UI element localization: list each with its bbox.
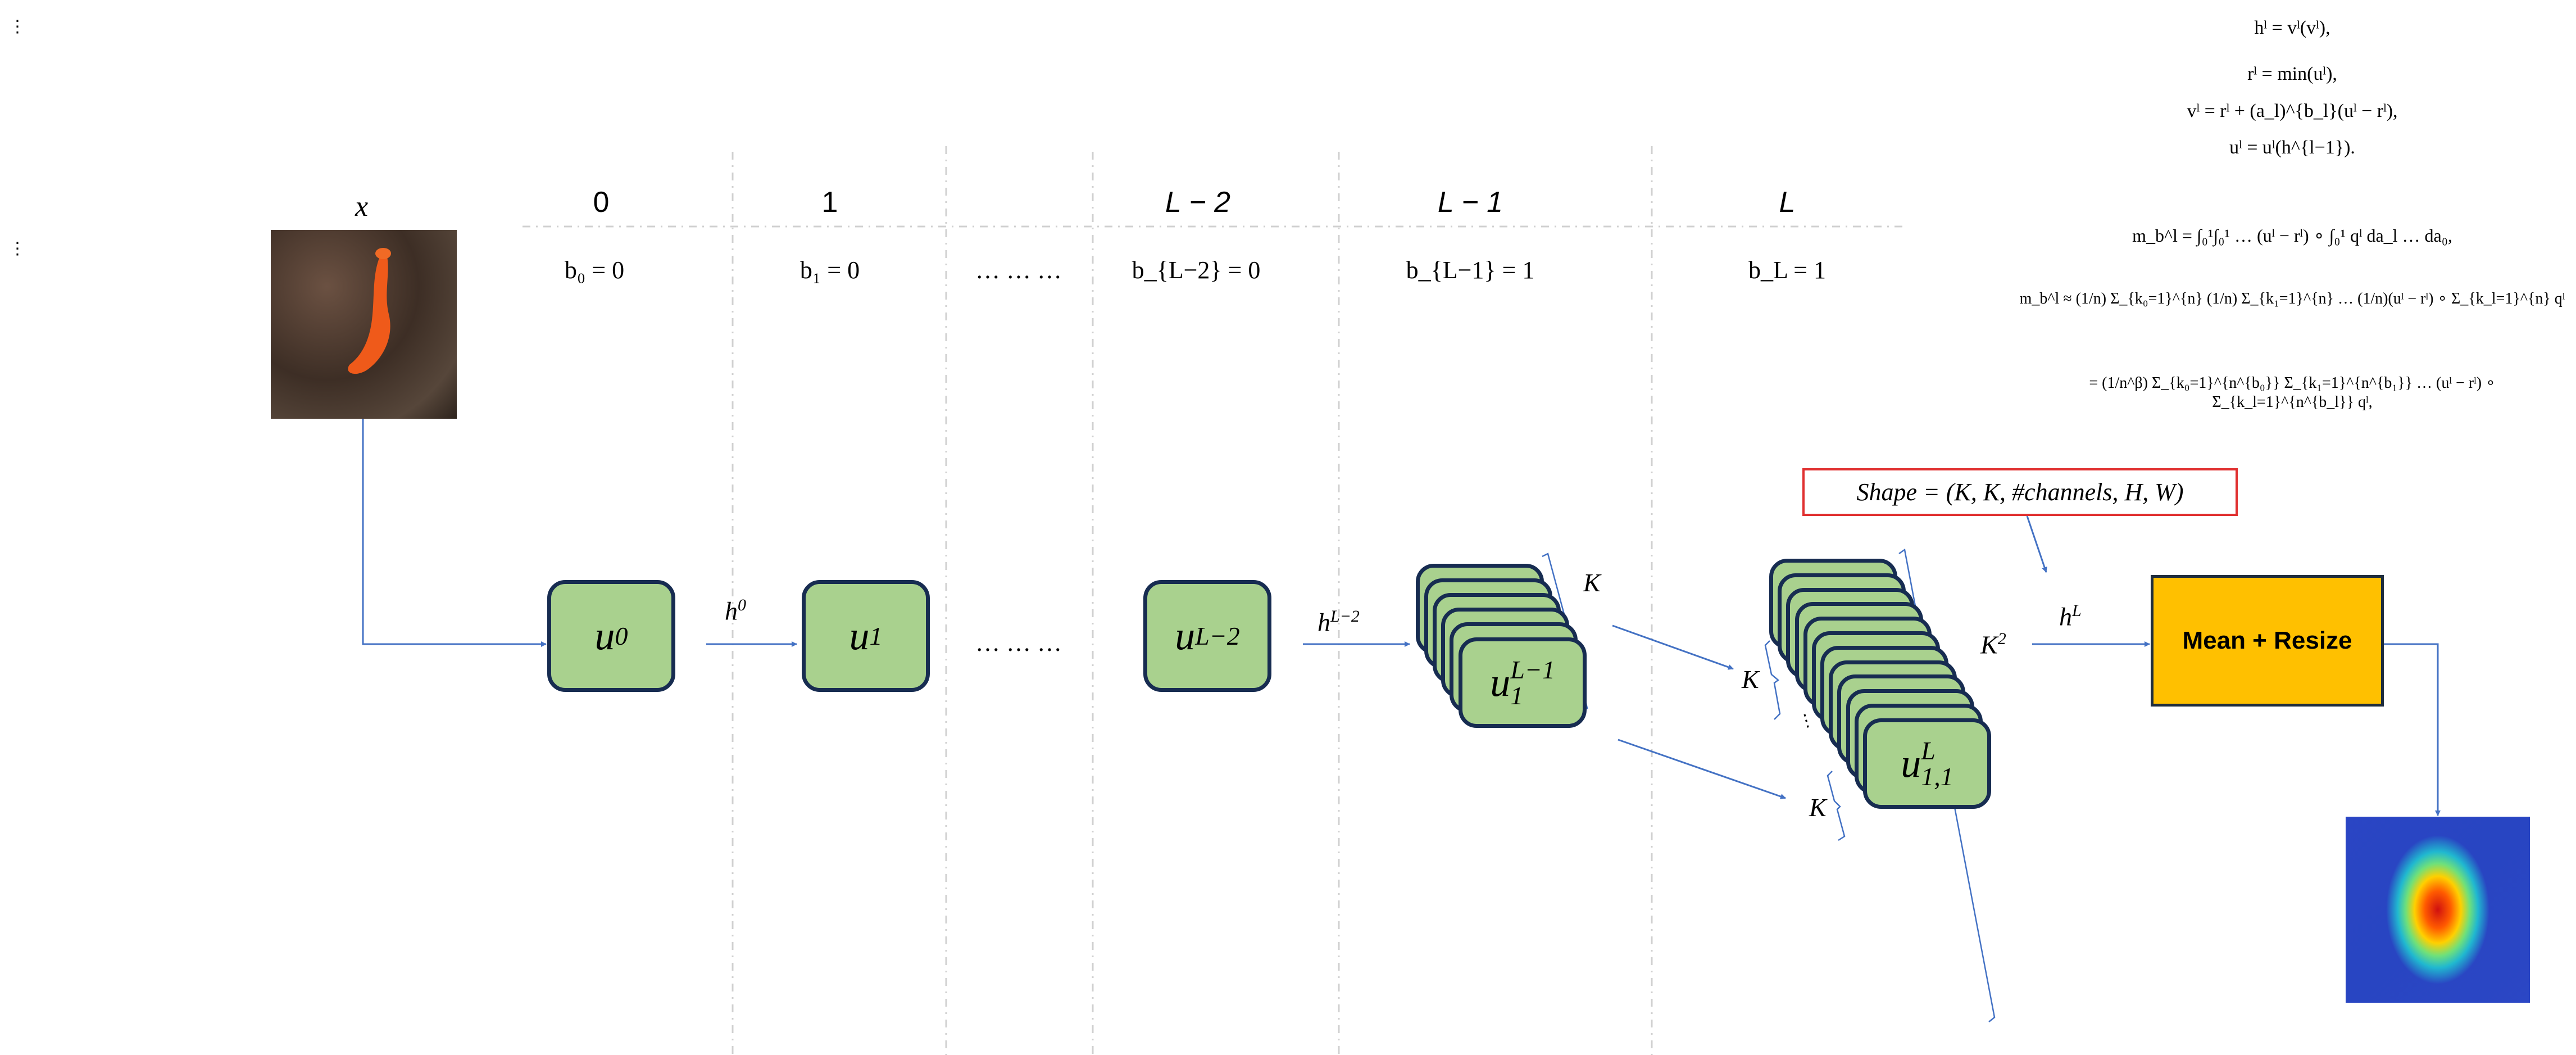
equation-m-integral: m_b^l = ∫₀¹∫₀¹ … (uˡ − rˡ) ∘ ∫₀¹ qˡ da_l… bbox=[2132, 225, 2452, 246]
brace-label-k-bottom: K bbox=[1809, 793, 1827, 822]
b-label-0: b₀ = 0 bbox=[564, 256, 625, 284]
equation-v: vˡ = rˡ + (a_l)^{b_l}(uˡ − rˡ), bbox=[2187, 101, 2398, 121]
column-header-L-2: L − 2 bbox=[1165, 186, 1231, 219]
arrow-x-to-u0 bbox=[362, 419, 547, 647]
edge-label-hL-2: hL−2 bbox=[1317, 607, 1360, 637]
arrow-shape-note bbox=[2026, 515, 2047, 573]
column-header-1: 1 bbox=[821, 186, 838, 219]
edge-label-h0: h0 bbox=[725, 596, 746, 626]
brace-label-k-left: K bbox=[1742, 665, 1759, 694]
mean-resize-block: Mean + Resize bbox=[2151, 575, 2384, 707]
arrow-to-heatmap bbox=[2384, 643, 2441, 816]
blocks-ellipsis: … … … bbox=[975, 629, 1062, 656]
b-label-1: b₁ = 0 bbox=[799, 256, 860, 284]
equation-m-approx: m_b^l ≈ (1/n) Σ_{k₀=1}^{n} (1/n) Σ_{k₁=1… bbox=[2019, 290, 2565, 307]
arrow-stack-upper bbox=[1612, 624, 1734, 670]
input-label: x bbox=[355, 191, 369, 223]
brace-k-bottom bbox=[1827, 771, 1846, 841]
b-label-L: b_L = 1 bbox=[1748, 256, 1827, 284]
edge-label-hL: hL bbox=[2059, 601, 2082, 631]
column-header-L-1: L − 1 bbox=[1437, 186, 1503, 219]
b-label-L-2: b_{L−2} = 0 bbox=[1132, 256, 1261, 284]
arrow-stack-lower bbox=[1618, 739, 1786, 799]
column-header-L: L bbox=[1779, 186, 1796, 219]
output-heatmap-image bbox=[2346, 817, 2530, 1003]
input-image-newt bbox=[271, 230, 457, 419]
equation-r: rˡ = min(uˡ), bbox=[2247, 64, 2337, 84]
equation-h: hˡ = vˡ(vˡ), bbox=[2254, 17, 2330, 38]
equation-m-equal: = (1/n^β) Σ_{k₀=1}^{n^{b₀}} Σ_{k₁=1}^{n^… bbox=[2089, 374, 2496, 411]
b-label-ellipsis: … … … bbox=[975, 256, 1062, 284]
brace-k-left bbox=[1764, 640, 1781, 720]
shape-note: Shape = (K, K, #channels, H, W) bbox=[1802, 468, 2238, 516]
newt-shape bbox=[348, 248, 391, 374]
brace-label-k-first: K bbox=[1583, 568, 1601, 597]
side-ellipsis-bottom: ⋮ bbox=[9, 239, 26, 259]
b-label-L-1: b_{L−1} = 1 bbox=[1406, 256, 1535, 284]
side-ellipsis-top: ⋮ bbox=[9, 17, 26, 37]
equation-u: uˡ = uˡ(h^{l−1}). bbox=[2229, 137, 2355, 158]
brace-label-k2: K2 bbox=[1980, 630, 2006, 659]
column-header-0: 0 bbox=[593, 186, 610, 219]
